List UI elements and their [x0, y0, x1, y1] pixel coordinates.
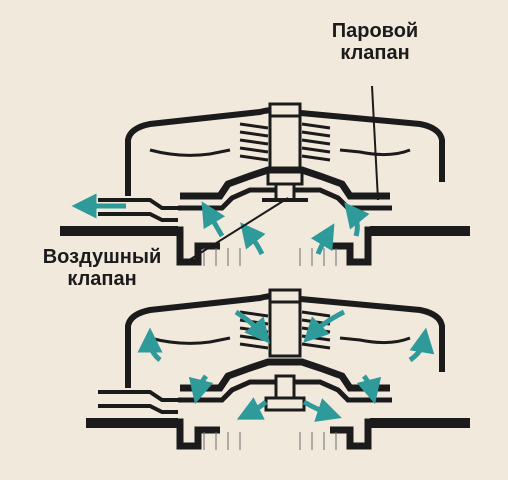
steam-valve-label: Паровой клапан — [316, 20, 434, 64]
air-valve-label-line2: клапан — [67, 268, 137, 290]
air-valve-label-line1: Воздушный — [42, 246, 162, 268]
air-valve-leader — [185, 197, 289, 263]
air-valve-label: Воздушный клапан — [14, 246, 190, 290]
spring-steam — [239, 122, 331, 162]
cap-assembly-steam-open — [60, 102, 470, 266]
steam-valve-label-line2: клапан — [340, 42, 410, 64]
steam-valve-leader — [371, 85, 379, 201]
air-valve-top — [262, 170, 308, 202]
stem-top — [268, 102, 302, 118]
steam-valve-label-line1: Паровой — [331, 20, 419, 42]
flow-arrows-steam — [71, 193, 370, 256]
overflow-pipe — [98, 198, 178, 210]
steam-valve-plate — [180, 166, 390, 200]
flow-arrows-air — [137, 309, 435, 422]
cap-assembly-air-open — [86, 288, 470, 450]
central-stem — [268, 114, 302, 172]
